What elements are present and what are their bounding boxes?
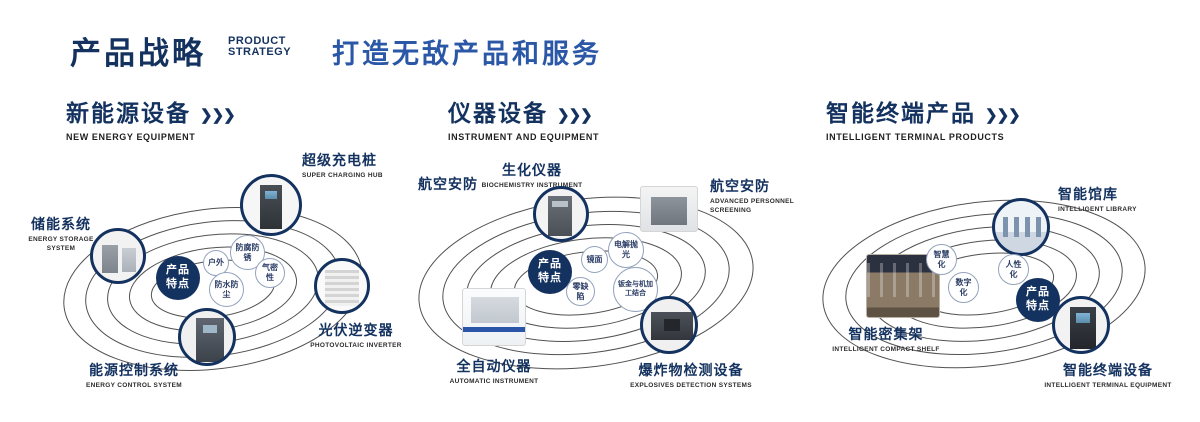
page-title-en-line1: PRODUCT <box>228 35 286 47</box>
energy-storage-photo <box>90 228 146 284</box>
product-label-compact-shelf: 智能密集架 INTELLIGENT COMPACT SHELF <box>830 324 942 354</box>
energy-control-photo <box>178 308 236 366</box>
product-label-automatic: 全自动仪器 AUTOMATIC INSTRUMENT <box>432 356 556 386</box>
automatic-instrument-photo <box>462 288 526 346</box>
product-name-en: SUPER CHARGING HUB <box>302 172 383 179</box>
product-name-cn: 智能馆库 <box>1058 186 1118 202</box>
product-name-cn: 储能系统 <box>31 216 91 232</box>
explosives-detection-photo <box>640 296 698 354</box>
product-name-cn: 能源控制系统 <box>89 362 179 378</box>
triple-chevron-icon: ❯❯❯ <box>557 107 593 124</box>
biochemistry-photo <box>533 186 589 242</box>
section-title-en: INSTRUMENT AND EQUIPMENT <box>448 132 600 142</box>
product-name-en: AUTOMATIC INSTRUMENT <box>449 378 539 385</box>
intelligent-library-photo <box>992 198 1050 256</box>
product-label-biochemistry: 生化仪器 BIOCHEMISTRY INSTRUMENT <box>470 160 594 190</box>
product-label-aviation-security: 航空安防 ADVANCED PERSONNEL SCREENING <box>710 176 814 215</box>
product-features-label: 产品特点 <box>1026 286 1050 312</box>
product-name-en: ENERGY CONTROL SYSTEM <box>86 382 182 389</box>
super-charging-photo <box>240 174 302 236</box>
label-aviation-security-side: 航空安防 <box>418 176 478 192</box>
product-name-cn: 智能终端设备 <box>1063 362 1153 378</box>
section-title-cn: 智能终端产品 <box>826 100 976 126</box>
feature-bubble-airtight: 气密性 <box>255 258 285 288</box>
product-name-cn: 超级充电桩 <box>302 152 377 168</box>
product-name-cn: 爆炸物检测设备 <box>638 362 744 378</box>
intelligent-terminal-photo <box>1052 296 1110 354</box>
section-title-en: INTELLIGENT TERMINAL PRODUCTS <box>826 132 1005 142</box>
product-label-energy-control: 能源控制系统 ENERGY CONTROL SYSTEM <box>78 360 190 390</box>
feature-bubble-waterproof: 防水防尘 <box>209 272 244 307</box>
product-features-label: 产品特点 <box>538 258 562 284</box>
product-name-en: ADVANCED PERSONNEL SCREENING <box>710 198 794 215</box>
feature-bubble-humanized: 人性化 <box>998 254 1029 285</box>
product-features-center: 产品特点 <box>528 250 572 294</box>
product-name-cn: 光伏逆变器 <box>318 322 394 338</box>
page-title-en-line2: STRATEGY <box>228 46 292 58</box>
section-title-en: NEW ENERGY EQUIPMENT <box>66 132 196 142</box>
product-name-cn: 生化仪器 <box>502 162 562 178</box>
product-name-cn: 航空安防 <box>710 178 770 194</box>
section-title-cn: 新能源设备 <box>66 100 191 126</box>
product-features-center: 产品特点 <box>156 256 200 300</box>
product-label-terminal: 智能终端设备 INTELLIGENT TERMINAL EQUIPMENT <box>1028 360 1188 390</box>
product-name-en: INTELLIGENT COMPACT SHELF <box>832 346 940 353</box>
product-name-cn: 智能密集架 <box>848 326 924 342</box>
feature-bubble-smart: 智慧化 <box>926 244 957 275</box>
section-head-instrument: 仪器设备 ❯❯❯ INSTRUMENT AND EQUIPMENT <box>448 94 599 142</box>
triple-chevron-icon: ❯❯❯ <box>200 107 236 124</box>
product-features-label: 产品特点 <box>166 264 190 290</box>
feature-bubble-outdoor: 户外 <box>203 250 229 276</box>
triple-chevron-icon: ❯❯❯ <box>985 107 1021 124</box>
product-name-en: PHOTOVOLTAIC INVERTER <box>310 342 402 349</box>
page-title: 产品战略 <box>70 36 206 71</box>
feature-bubble-zero-defect: 零缺陷 <box>566 277 595 306</box>
section-head-intelligent: 智能终端产品 ❯❯❯ INTELLIGENT TERMINAL PRODUCTS <box>826 94 1021 142</box>
product-name-en: ENERGY STORAGE SYSTEM <box>28 236 94 253</box>
feature-bubble-mirror: 镜面 <box>581 246 608 273</box>
product-name-en: EXPLOSIVES DETECTION SYSTEMS <box>630 382 752 389</box>
product-name-en: INTELLIGENT TERMINAL EQUIPMENT <box>1044 382 1172 389</box>
page-title-en: PRODUCT STRATEGY <box>228 36 291 58</box>
product-label-pv-inverter: 光伏逆变器 PHOTOVOLTAIC INVERTER <box>296 320 416 350</box>
pv-inverter-photo <box>314 258 370 314</box>
product-name-cn: 全自动仪器 <box>456 358 532 374</box>
tagline: 打造无敌产品和服务 <box>332 39 602 69</box>
product-label-library: 智能馆库 INTELLIGENT LIBRARY <box>1058 184 1178 214</box>
product-label-super-charging: 超级充电桩 SUPER CHARGING HUB <box>302 150 422 180</box>
product-name-en: BIOCHEMISTRY INSTRUMENT <box>481 182 583 189</box>
feature-bubble-digital: 数字化 <box>948 272 979 303</box>
product-label-explosives: 爆炸物检测设备 EXPLOSIVES DETECTION SYSTEMS <box>616 360 766 390</box>
personnel-screening-photo <box>640 186 698 232</box>
section-head-new-energy: 新能源设备 ❯❯❯ NEW ENERGY EQUIPMENT <box>66 94 236 142</box>
feature-bubble-electropolish: 电解抛光 <box>608 232 644 268</box>
product-label-energy-storage: 储能系统 ENERGY STORAGE SYSTEM <box>18 214 104 253</box>
feature-bubble-sheetmetal: 钣金与机加工结合 <box>613 267 658 312</box>
section-title-cn: 仪器设备 <box>448 100 548 126</box>
product-name-en: INTELLIGENT LIBRARY <box>1058 206 1137 213</box>
